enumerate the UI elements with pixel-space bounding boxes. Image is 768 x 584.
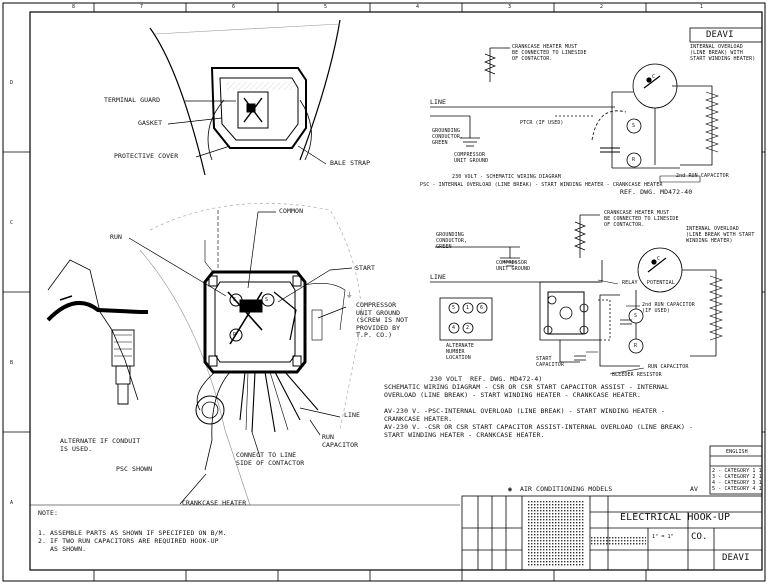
psc-grounding: GROUNDING CONDUCTOR, GREEN bbox=[432, 128, 464, 146]
compressor-assembly bbox=[139, 203, 363, 506]
psc-caption2: PSC - INTERNAL OVERLOAD (LINE BREAK) - S… bbox=[420, 182, 663, 188]
csr-start-cap: START CAPACITOR bbox=[536, 356, 564, 368]
psc-schematic bbox=[430, 47, 719, 183]
ground-symbol: ⏚ bbox=[346, 291, 353, 299]
col-marker-8: 8 bbox=[72, 4, 76, 10]
col-marker-4: 4 bbox=[416, 4, 420, 10]
psc-ref: REF. DWG. MD472-40 bbox=[620, 188, 693, 196]
csr-schematic bbox=[430, 214, 723, 367]
csr-second-run-cap: 2nd RUN CAPACITOR (IF USED) bbox=[642, 302, 695, 314]
psc-terminal-r: R bbox=[632, 157, 636, 163]
csr-terminal-c: C bbox=[657, 256, 661, 262]
csr-unit-ground: COMPRESSOR UNIT GROUND bbox=[496, 260, 531, 272]
psc-caption1: 230 VOLT - SCHEMATIC WIRING DIAGRAM bbox=[452, 174, 561, 180]
relay-pin-6: 6 bbox=[480, 305, 484, 311]
terminal-s: S bbox=[265, 297, 269, 303]
row-marker-d: D bbox=[10, 80, 14, 86]
legend-title: ENGLISH bbox=[726, 449, 748, 455]
label-terminal-guard: TERMINAL GUARD bbox=[104, 96, 161, 104]
csr-run-cap: RUN CAPACITOR bbox=[648, 364, 689, 370]
title-block-frame bbox=[461, 27, 763, 571]
terminal-leaders bbox=[167, 100, 327, 165]
company-abbrev: CO. bbox=[691, 532, 708, 542]
terminal-c: C bbox=[233, 297, 237, 303]
relay-pin-5: 5 bbox=[452, 305, 456, 311]
psc-line: LINE bbox=[430, 98, 447, 106]
label-run: RUN bbox=[110, 233, 123, 241]
label-crankcase-heater: CRANKCASE HEATER bbox=[182, 499, 247, 507]
alternate-conduit bbox=[46, 259, 148, 405]
col-marker-2: 2 bbox=[600, 4, 604, 10]
label-gasket: GASKET bbox=[138, 119, 163, 127]
notes-heading: NOTE: bbox=[38, 509, 59, 517]
row-marker-b: B bbox=[10, 360, 14, 366]
csr-caption-3: OVERLOAD (LINE BREAK) - START WINDING HE… bbox=[384, 391, 641, 399]
category-title: AIR CONDITIONING MODELS bbox=[520, 485, 613, 493]
main-leaders bbox=[128, 211, 353, 505]
col-marker-3: 3 bbox=[508, 4, 512, 10]
psc-crankcase-note: CRANKCASE HEATER MUST BE CONNECTED TO LI… bbox=[512, 44, 587, 62]
psc-overload-note: INTERNAL OVERLOAD (LINE BREAK) WITH STAR… bbox=[690, 44, 756, 62]
sheet-title: ELECTRICAL HOOK-UP bbox=[620, 512, 731, 523]
relay-pin-2: 2 bbox=[466, 325, 470, 331]
label-psc-shown: PSC SHOWN bbox=[116, 465, 153, 473]
csr-leaders bbox=[586, 279, 645, 375]
relay-pin-4: 4 bbox=[452, 325, 456, 331]
csr-caption-2: SCHEMATIC WIRING DIAGRAM - CSR OR CSR ST… bbox=[384, 383, 669, 391]
csr-grounding: GROUNDING CONDUCTOR, GREEN bbox=[436, 232, 468, 250]
label-protective-cover: PROTECTIVE COVER bbox=[114, 152, 179, 160]
relay-pin-1: 1 bbox=[466, 305, 470, 311]
category-code: AV bbox=[690, 485, 699, 493]
model-line-4: START WINDING HEATER - CRANKCASE HEATER. bbox=[384, 431, 545, 439]
label-bale-strap: BALE STRAP bbox=[330, 159, 371, 167]
csr-caption-ref: 230 VOLT REF. DWG. MD472-4) bbox=[430, 375, 543, 383]
csr-relay: RELAY - POTENTIAL bbox=[622, 280, 675, 286]
label-run-capacitor: RUN CAPACITOR bbox=[322, 433, 359, 449]
csr-overload-note: INTERNAL OVERLOAD (LINE BREAK WITH START… bbox=[686, 226, 755, 244]
label-alternate-conduit: ALTERNATE IF CONDUIT IS USED. bbox=[60, 437, 141, 453]
col-marker-5: 5 bbox=[324, 4, 328, 10]
model-line-1: AV-230 V. -PSC-INTERNAL OVERLOAD (LINE B… bbox=[384, 407, 665, 415]
border-ticks bbox=[3, 3, 765, 581]
label-line: LINE bbox=[344, 411, 361, 419]
label-connect-to-line: CONNECT TO LINE SIDE OF CONTACTOR bbox=[236, 451, 305, 467]
model-line-2: CRANKCASE HEATER. bbox=[384, 415, 453, 423]
psc-terminal-c: C bbox=[652, 74, 656, 80]
category-bullet: ◉ bbox=[508, 485, 513, 493]
terminal-r: R bbox=[233, 332, 237, 338]
note-1: 1. ASSEMBLE PARTS AS SHOWN IF SPECIFIED … bbox=[38, 529, 227, 537]
psc-terminal-s: S bbox=[632, 123, 636, 129]
row-marker-a: A bbox=[10, 500, 14, 506]
csr-crankcase-note: CRANKCASE HEATER MUST BE CONNECTED TO LI… bbox=[604, 210, 679, 228]
note-2: 2. IF TWO RUN CAPACITORS ARE REQUIRED HO… bbox=[38, 537, 219, 553]
col-marker-6: 6 bbox=[232, 4, 236, 10]
drawing-id-top: DEAVI bbox=[706, 30, 734, 40]
csr-line: LINE bbox=[430, 273, 447, 281]
terminal-guard-view bbox=[149, 19, 341, 176]
model-line-3: AV-230 V. -CSR OR CSR START CAPACITOR AS… bbox=[384, 423, 694, 431]
col-marker-7: 7 bbox=[140, 4, 144, 10]
col-marker-1: 1 bbox=[700, 4, 704, 10]
label-common: COMMON bbox=[279, 207, 304, 215]
legend-row-2: 3 - CATEGORY 2 1 bbox=[712, 474, 762, 480]
row-marker-c: C bbox=[10, 220, 14, 226]
csr-terminal-r: R bbox=[634, 343, 638, 349]
drawing-id-bottom: DEAVI bbox=[722, 553, 750, 563]
psc-second-run-cap: 2nd RUN CAPACITOR bbox=[676, 173, 729, 179]
scale-value: 1" = 1" bbox=[652, 534, 674, 540]
csr-bleeder: BLEEDER RESISTOR bbox=[612, 372, 662, 378]
csr-alternate-number: ALTERNATE NUMBER LOCATION bbox=[446, 343, 474, 361]
psc-unit-ground: COMPRESSOR UNIT GROUND bbox=[454, 152, 489, 164]
label-start: START bbox=[355, 264, 376, 272]
legend-row-1: 2 - CATEGORY 1 1 bbox=[712, 468, 762, 474]
csr-terminal-s: S bbox=[634, 313, 638, 319]
psc-ptcr: PTCR (IF USED) bbox=[520, 120, 564, 126]
label-compressor-ground: COMPRESSOR UNIT GROUND (SCREW IS NOT PRO… bbox=[356, 301, 409, 339]
legend-row-3: 4 - CATEGORY 3 1 bbox=[712, 480, 762, 486]
legend-row-4: 5 - CATEGORY 4 1 bbox=[712, 486, 762, 492]
